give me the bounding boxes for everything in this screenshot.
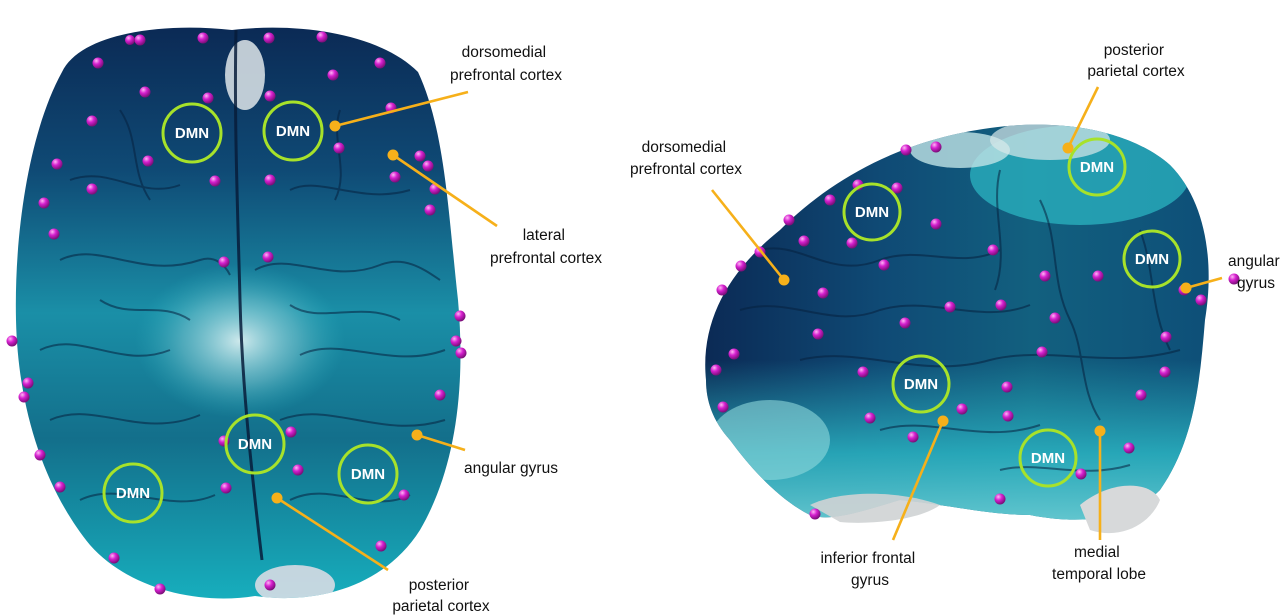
dmn-label: DMN [238, 436, 272, 453]
dmn-label: DMN [1031, 450, 1065, 467]
dmn-label: DMN [175, 125, 209, 142]
label-posterior-parietal-cortex: posterior parietal cortex [1087, 42, 1185, 80]
dmn-label: DMN [116, 485, 150, 502]
label-angular-gyrus: angular gyrus [1228, 253, 1284, 292]
dmn-label: DMN [855, 204, 889, 221]
dmn-label: DMN [904, 376, 938, 393]
dmn-label: DMN [1135, 251, 1169, 268]
label-angular-gyrus: angular gyrus [464, 460, 558, 477]
label-inferior-frontal-gyrus: inferior frontal gyrus [820, 550, 919, 589]
label-dorsomedial-prefrontal-cortex: dorsomedial prefrontal cortex [630, 139, 742, 178]
brain-lateral-view: DMN DMN DMN DMN DMN posterior [630, 42, 1284, 589]
label-medial-temporal-lobe: medial temporal lobe [1052, 544, 1146, 583]
dmn-label: DMN [351, 466, 385, 483]
dmn-label: DMN [1080, 159, 1114, 176]
label-posterior-parietal-cortex: posterior parietal cortex [392, 577, 490, 615]
label-dorsomedial-prefrontal-cortex: dorsomedial prefrontal cortex [450, 44, 562, 84]
label-lateral-prefrontal-cortex: lateral prefrontal cortex [490, 227, 602, 267]
brain-top-view: DMN DMN DMN DMN DMN dorsomedial pref [7, 28, 603, 615]
dmn-label: DMN [276, 123, 310, 140]
